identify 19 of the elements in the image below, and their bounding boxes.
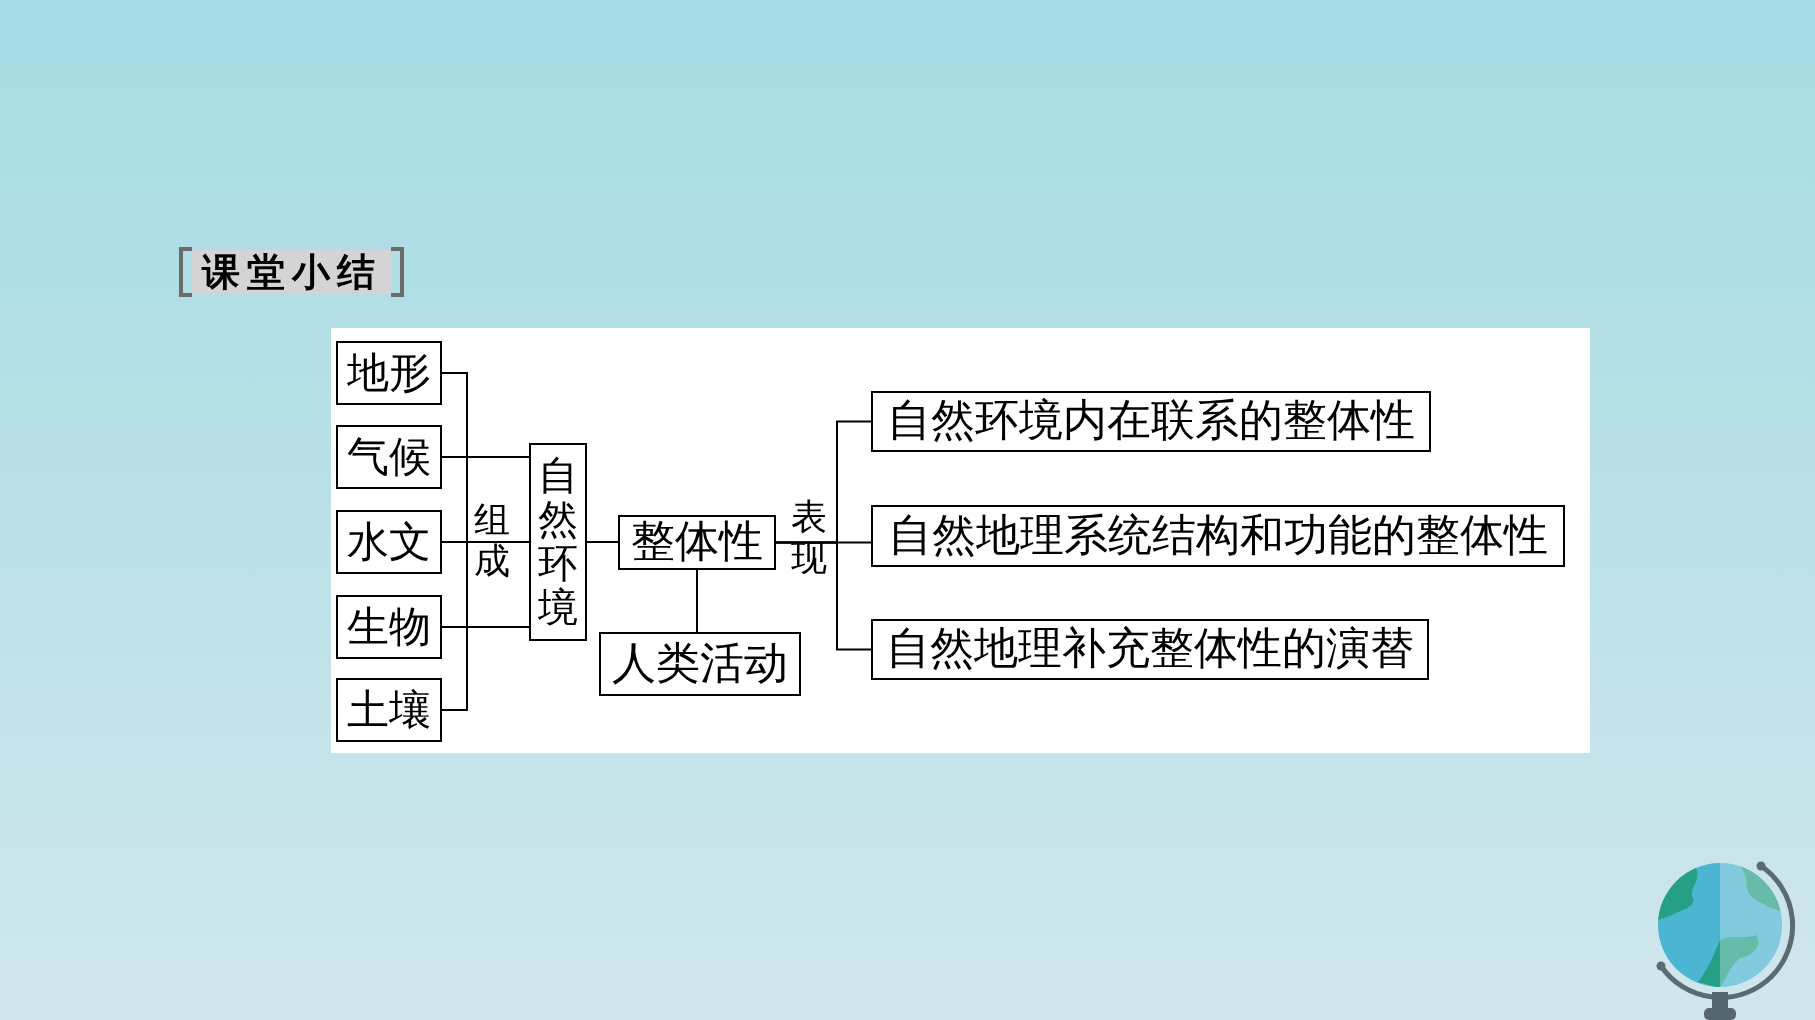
concept-box: 自然环境内在联系的整体性 xyxy=(871,391,1431,452)
edge-label: 组成 xyxy=(474,500,510,583)
concept-box: 地形 xyxy=(336,341,442,405)
connector-line xyxy=(441,626,530,628)
connector-line xyxy=(586,541,619,543)
concept-box: 整体性 xyxy=(618,515,776,570)
concept-box: 水文 xyxy=(336,510,442,574)
edge-label: 表现 xyxy=(791,497,827,580)
concept-box: 生物 xyxy=(336,595,442,659)
title: 课堂小结 xyxy=(192,250,391,294)
connector-line xyxy=(441,456,530,458)
connector-line xyxy=(696,569,698,633)
concept-box: 气候 xyxy=(336,425,442,489)
concept-box: 自然环境 xyxy=(529,443,587,641)
concept-box: 人类活动 xyxy=(599,632,801,696)
connector-line xyxy=(775,541,872,651)
concept-box: 自然地理系统结构和功能的整体性 xyxy=(871,505,1565,567)
concept-box: 自然地理补充整体性的演替 xyxy=(871,619,1429,680)
concept-box: 土壤 xyxy=(336,678,442,742)
